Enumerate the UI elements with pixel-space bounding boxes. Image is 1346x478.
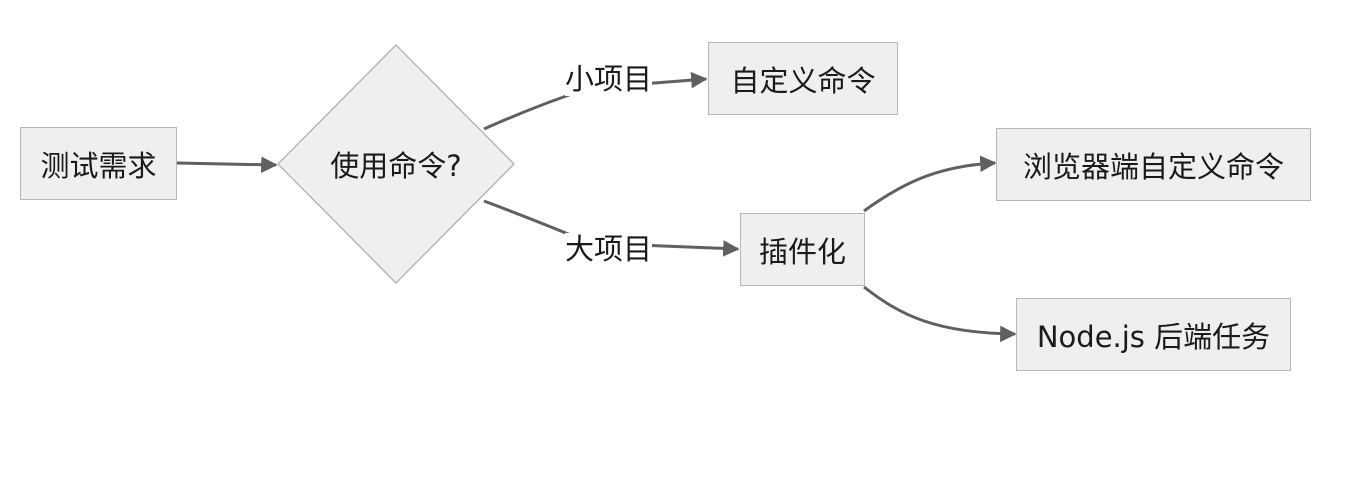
start-node-label: 测试需求: [40, 148, 157, 183]
decision-diamond-shape: [277, 44, 515, 284]
browser-cmd-node: 浏览器端自定义命令: [996, 128, 1311, 201]
node-task-node-label: Node.js 后端任务: [1036, 319, 1271, 354]
edge-label-large-project: 大项目: [565, 232, 653, 266]
decision-node: 使用命令?: [277, 44, 515, 284]
decision-node-label: 使用命令?: [330, 149, 462, 183]
browser-cmd-node-label: 浏览器端自定义命令: [1022, 149, 1284, 184]
edge-plugin-to-node-task: [863, 285, 1017, 343]
plugin-node-label: 插件化: [758, 234, 846, 269]
edge-label-small-project: 小项目: [565, 62, 653, 96]
edge-start-to-decision: [176, 156, 278, 173]
custom-cmd-node-label: 自定义命令: [730, 63, 876, 98]
custom-cmd-node: 自定义命令: [708, 42, 898, 115]
edge-plugin-to-browser-cmd: [863, 155, 997, 213]
start-node: 测试需求: [20, 127, 177, 200]
node-task-node: Node.js 后端任务: [1016, 298, 1291, 371]
plugin-node: 插件化: [740, 213, 865, 286]
